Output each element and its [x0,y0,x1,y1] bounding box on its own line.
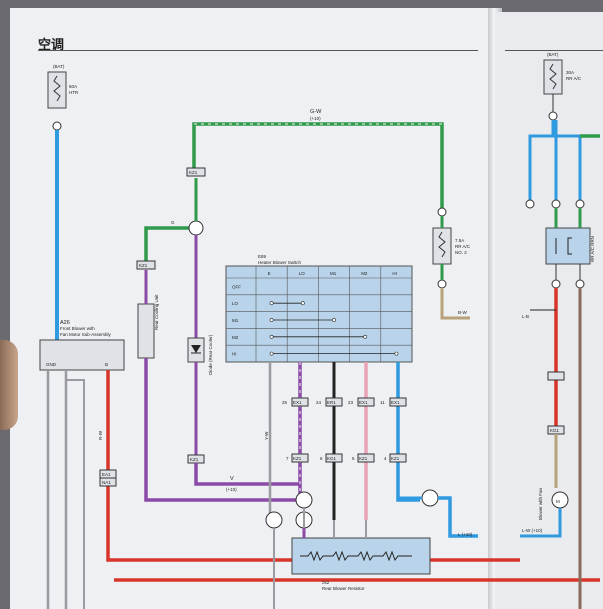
connector-nr1 [547,371,565,381]
rear-blower-motor [551,491,569,509]
svg-text:M: M [556,499,560,504]
svg-text:GND: GND [46,362,57,367]
pin-number: 24 [316,400,322,405]
switch-col-hi: HI [392,271,397,276]
connector-na1 [99,477,117,487]
svg-text:Rear Cooling Unit: Rear Cooling Unit [154,294,159,330]
wire-gw-label: G-W [310,109,322,115]
connector-block-lower [325,453,343,463]
svg-text:Blower with Fan: Blower with Fan [538,487,543,520]
connector-label: KG1 [327,456,337,461]
switch-col-lo: LO [299,271,306,276]
fuse-right-label: (BAT) [547,52,559,57]
connector-block-upper [325,397,343,407]
connector-label: KZ1 [293,456,302,461]
switch-row-m1: M1 [232,318,239,323]
svg-text:RR A/C RRN: RR A/C RRN [590,236,595,262]
svg-text:Front Blower with: Front Blower with [60,326,95,331]
svg-text:L-B: L-B [522,314,529,319]
pin-number: 4 [384,456,387,461]
fuse-rr-ac: (BAT) 30A RR A/C [543,52,582,95]
svg-text:L-W (+10): L-W (+10) [522,528,543,533]
section-title: 空调 [38,37,65,52]
switch-row-lo: LO [232,301,239,306]
wire-gw-code: (+10) [310,116,321,121]
wire-gray-ground [46,370,68,609]
fuse-right-amp: 30A [566,70,574,75]
svg-text:Y-W: Y-W [264,431,269,440]
svg-text:KZ1: KZ1 [139,263,148,268]
pin-number: 23 [348,400,354,405]
svg-text:NO. 2: NO. 2 [455,250,467,255]
pin-number: 25 [282,400,288,405]
svg-text:L (+10): L (+10) [458,532,473,537]
connector-label: EX1 [391,400,400,405]
title-rule [38,50,478,51]
connector-label: EX1 [293,400,302,405]
svg-text:7.5A: 7.5A [455,238,464,243]
switch-row-off: OFF [232,284,241,289]
relay-rr-ac: RR A/C RRN [545,227,595,265]
svg-text:E89: E89 [258,254,267,259]
switch-col-m1: M1 [330,271,337,276]
switch-col-m2: M2 [361,271,368,276]
fuse-left-label: (BAT) [53,64,65,69]
svg-text:KZ1: KZ1 [189,170,198,175]
svg-text:Fan Motor Sub-Assembly: Fan Motor Sub-Assembly [60,332,112,337]
switch-col-e: E [268,271,271,276]
pin-number: 7 [286,456,289,461]
svg-text:EA1: EA1 [102,472,111,477]
thumb-holding-page [0,340,18,430]
connector-block-lower [291,453,309,463]
expansion-valve-box [137,303,155,359]
switch-row-hi: HI [232,352,237,357]
svg-text:RR A/C: RR A/C [455,244,471,249]
connector-block-upper [389,397,407,407]
svg-text:B: B [105,362,108,367]
fuse-left-amp: 50A [69,84,77,89]
connector-block-upper [357,397,375,407]
connector-block-lower [357,453,375,463]
svg-text:B-W: B-W [458,310,468,315]
fuse-htr: (BAT) 50A HTR [47,64,79,131]
svg-text:Diode (Rear Cooler): Diode (Rear Cooler) [208,334,213,375]
pin-number: 5 [352,456,355,461]
switch-row-m2: M2 [232,335,239,340]
svg-text:z52: z52 [322,580,330,585]
wire-gw-top [192,122,444,208]
svg-text:NA1: NA1 [102,480,111,485]
fuse-right-name: RR A/C [566,76,582,81]
rear-blower-resistor-z52: z52 Rear Blower Resistor [291,537,431,591]
connector-kz1-left [136,260,156,270]
connector-label: ER1 [327,400,336,405]
connector-kz1-top [186,167,206,177]
svg-text:KG1: KG1 [550,428,560,433]
svg-text:Heater Blower Switch: Heater Blower Switch [258,260,302,265]
connector-block-upper [291,397,309,407]
fuse-left-name: HTR [69,90,79,95]
svg-text:R-W: R-W [98,430,103,440]
wire-blue-switch [396,362,420,502]
wire-violet-label: V [230,476,234,482]
svg-text:A26: A26 [60,320,70,326]
connector-label: KZ1 [391,456,400,461]
pin-number: 6 [320,456,323,461]
front-blower-a26: A26 Front Blower with Fan Motor Sub-Asse… [39,320,125,371]
title-rule-right [505,50,603,51]
wire-violet-code: (+10) [226,487,237,492]
connector-label: EX1 [359,400,368,405]
wire-g-label: G [171,220,175,225]
wire-violet-bottom [144,358,300,502]
connector-block-lower [389,453,407,463]
wire-green-g [144,226,196,262]
connector-label: KZ1 [359,456,368,461]
pin-number: 11 [380,400,385,405]
svg-text:Rear Blower Resistor: Rear Blower Resistor [322,586,365,591]
fuse-rr-ac-no2: 7.5A RR A/C NO. 2 B-W [432,207,471,320]
svg-text:KZ1: KZ1 [190,457,199,462]
